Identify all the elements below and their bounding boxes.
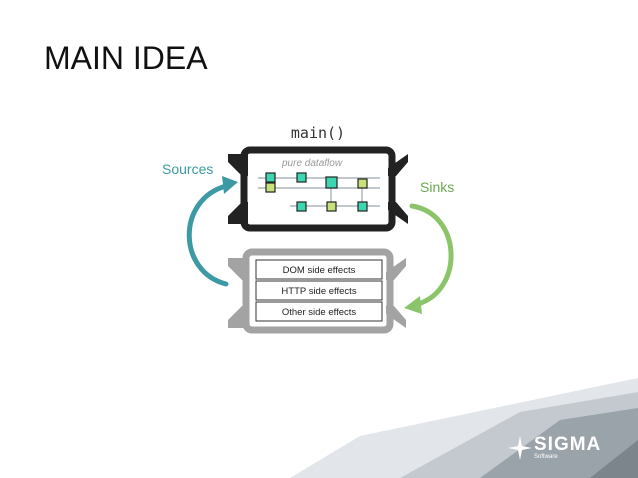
sinks-arrow	[404, 203, 454, 314]
slide-title: MAIN IDEA	[44, 40, 208, 76]
dataflow-nodes	[265, 172, 368, 212]
dataflow-node	[326, 201, 337, 212]
brand-subtitle: Software	[534, 454, 558, 460]
effect-row	[255, 280, 383, 301]
effect-row	[255, 301, 383, 322]
effect-dom: DOM side effects	[283, 265, 356, 276]
sources-arrow	[186, 176, 238, 287]
dataflow-label: pure dataflow	[281, 158, 343, 169]
effects-list: DOM side effects HTTP side effects Other…	[255, 259, 383, 322]
background-shapes	[290, 378, 638, 478]
main-box	[228, 146, 408, 232]
effect-other: Other side effects	[282, 307, 357, 318]
dataflow-node	[357, 178, 368, 189]
effect-row	[255, 259, 383, 280]
brand-logo: SIGMA Software	[508, 430, 618, 466]
brand-name: SIGMA	[534, 434, 602, 455]
dataflow-node	[265, 182, 276, 193]
dataflow-node	[265, 172, 276, 183]
effect-http: HTTP side effects	[281, 286, 356, 297]
main-label: main()	[291, 124, 345, 142]
dataflow-node	[296, 201, 307, 212]
dataflow-node	[357, 201, 368, 212]
sinks-label: Sinks	[420, 179, 454, 195]
dataflow-node	[325, 176, 338, 189]
sigma-star-icon	[508, 436, 532, 460]
dataflow-node	[296, 172, 307, 183]
sources-label: Sources	[162, 161, 213, 177]
